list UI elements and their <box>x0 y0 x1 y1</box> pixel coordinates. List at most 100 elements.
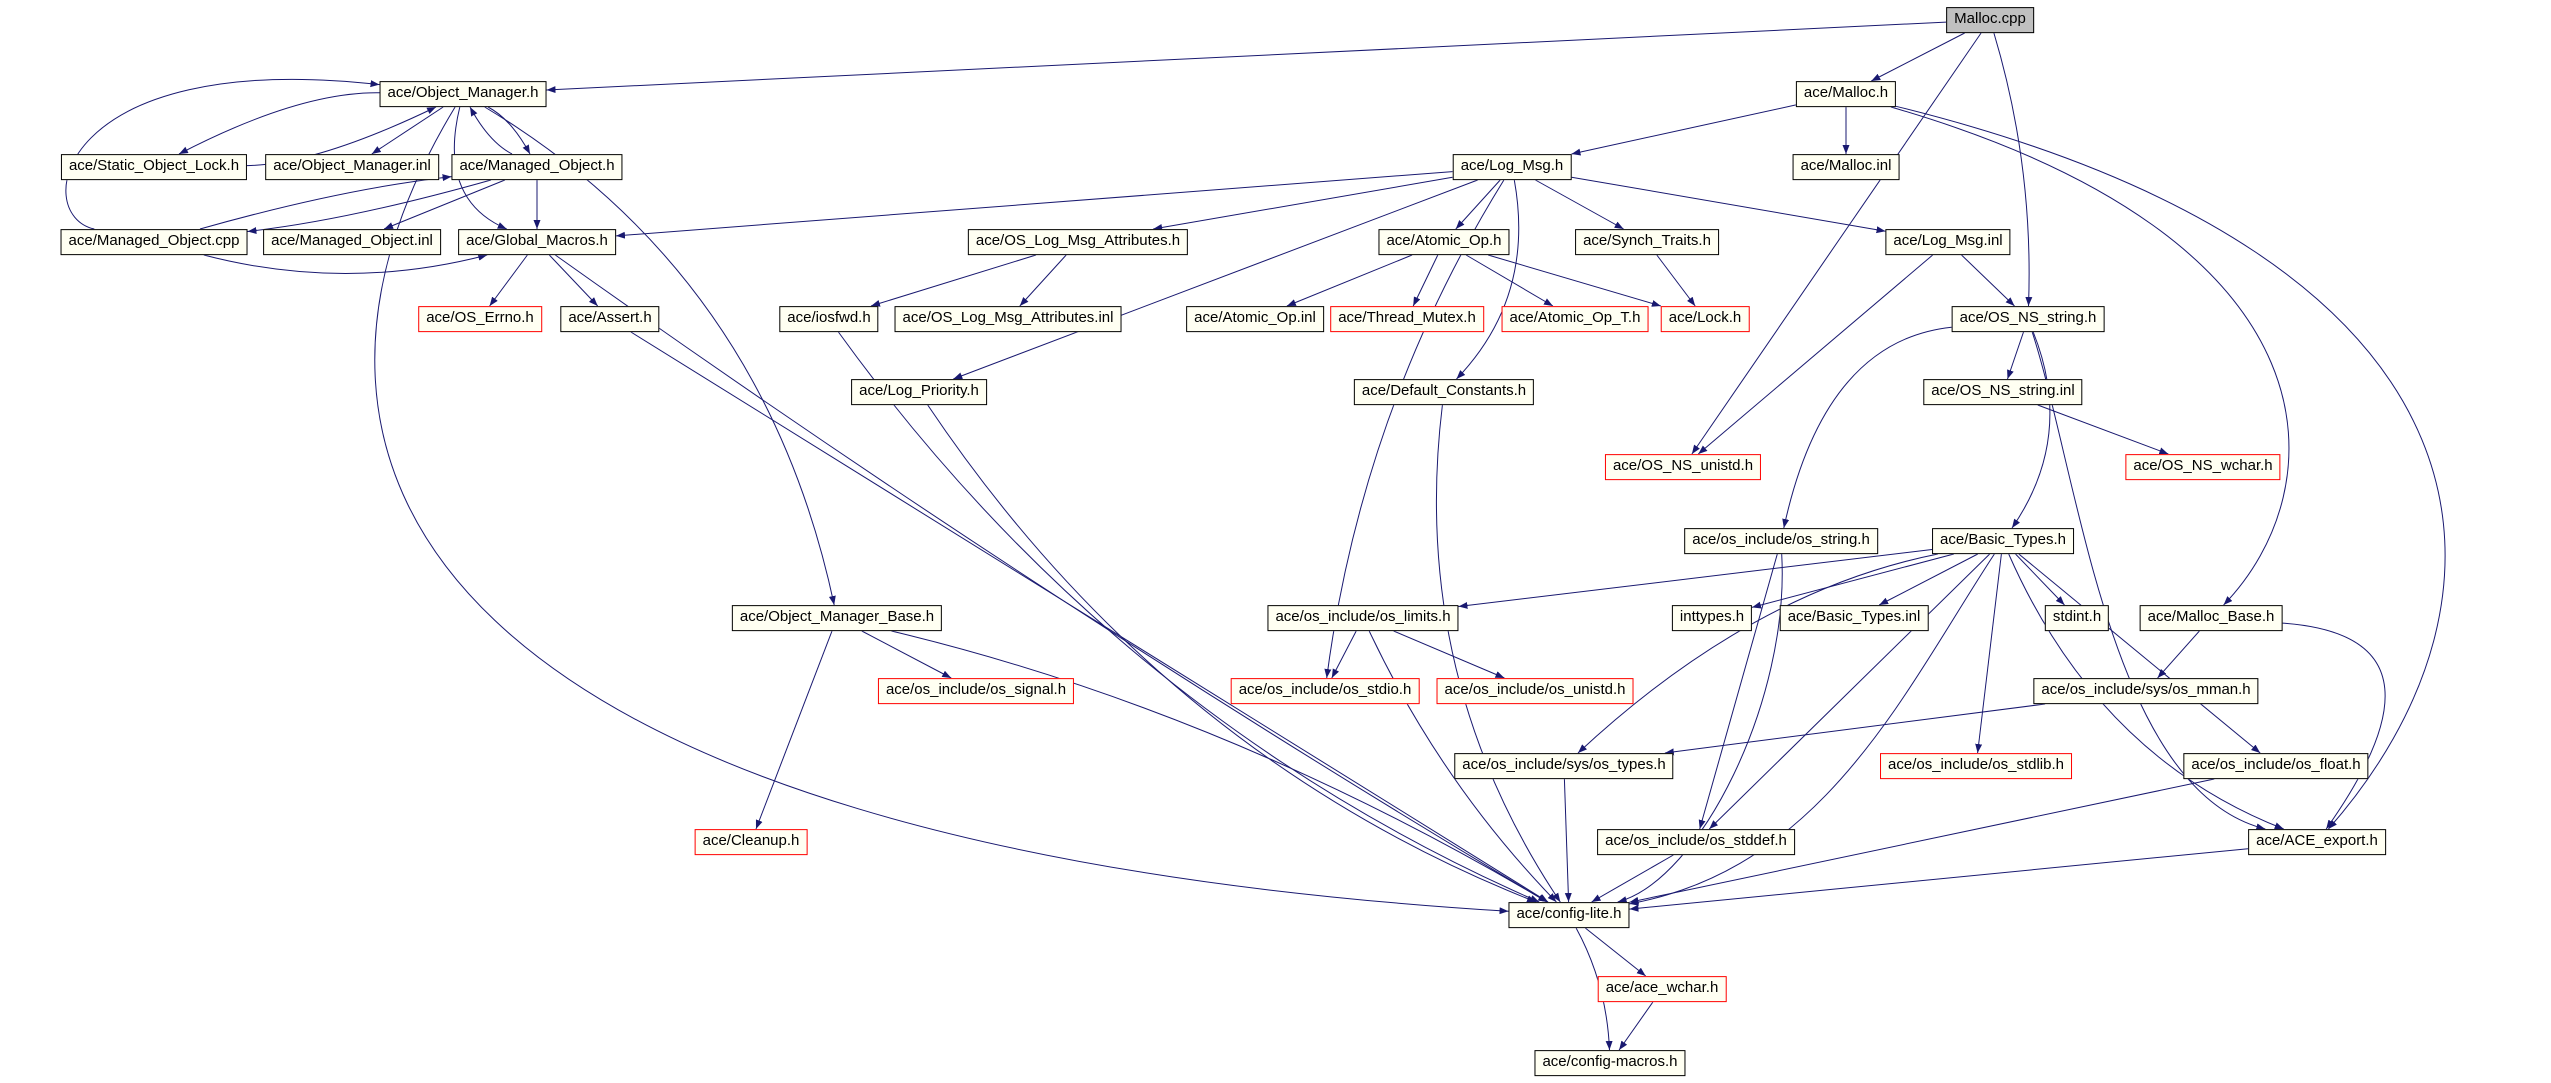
edge-basic-types-h--basic-types-inl <box>1878 553 1979 606</box>
node-object-manager-h[interactable]: ace/Object_Manager.h <box>379 81 547 107</box>
edge-iosfwd-h--config-lite-h <box>837 331 1540 903</box>
edge-os-float-inc--config-lite-h <box>1629 778 2215 904</box>
edge-os-string-inc--os-stddef-inc <box>1698 553 1778 830</box>
edge-log-msg-h--atomic-op-h <box>1455 179 1501 230</box>
edge-malloc-cpp--os-ns-string-h <box>1993 32 2033 307</box>
edge-config-lite-h--ace-wchar-h <box>1584 927 1647 977</box>
edge-object-manager-h--managed-object-h <box>487 106 531 155</box>
node-static-object-lock-h[interactable]: ace/Static_Object_Lock.h <box>60 154 248 180</box>
node-sys-types-inc[interactable]: ace/os_include/sys/os_types.h <box>1454 753 1674 779</box>
edge-object-manager-h--static-object-lock-h <box>178 92 380 155</box>
edge-managed-object-h--managed-object-inl <box>383 179 506 230</box>
edge-atomic-op-h--thread-mutex-h <box>1412 254 1439 307</box>
edge-object-manager-h--global-macros-h <box>453 106 507 230</box>
edge-atomic-op-h--lock-h <box>1487 254 1662 307</box>
edge-basic-types-h--stdint-h <box>2015 553 2065 606</box>
node-managed-object-h[interactable]: ace/Managed_Object.h <box>451 154 623 180</box>
node-os-signal-inc[interactable]: ace/os_include/os_signal.h <box>877 678 1075 704</box>
node-config-lite-h[interactable]: ace/config-lite.h <box>1508 902 1630 928</box>
edge-global-macros-h--os-errno-h <box>489 254 528 307</box>
edge-malloc-h--ace-export-h <box>1895 105 2446 830</box>
edge-os-stddef-inc--config-lite-h <box>1591 854 1674 903</box>
edge-os-mman-inc--sys-types-inc <box>1664 703 2046 756</box>
edge-managed-object-cpp--object-manager-h <box>65 78 380 230</box>
edge-malloc-h--malloc-base-h <box>1890 106 2290 606</box>
node-os-mman-inc[interactable]: ace/os_include/sys/os_mman.h <box>2033 678 2259 704</box>
node-stdint-h[interactable]: stdint.h <box>2044 605 2110 631</box>
edge-basic-types-h--os-limits-inc <box>1458 549 1933 609</box>
edge-malloc-cpp--malloc-h <box>1871 32 1965 82</box>
edge-sys-types-inc--config-lite-h <box>1563 778 1572 903</box>
node-malloc-inl[interactable]: ace/Malloc.inl <box>1792 154 1900 180</box>
edge-managed-object-h--managed-object-cpp <box>247 179 492 234</box>
edge-basic-types-h--sys-types-inc <box>1577 553 1938 754</box>
node-os-float-inc[interactable]: ace/os_include/os_float.h <box>2183 753 2369 779</box>
node-os-unistd-inc[interactable]: ace/os_include/os_unistd.h <box>1436 678 1634 704</box>
node-atomic-op-inl[interactable]: ace/Atomic_Op.inl <box>1186 306 1324 332</box>
edge-os-ns-string-h--basic-types-h <box>2011 331 2051 529</box>
node-os-ns-unistd-h[interactable]: ace/OS_NS_unistd.h <box>1604 454 1762 480</box>
node-lock-h[interactable]: ace/Lock.h <box>1660 306 1750 332</box>
node-ace-wchar-h[interactable]: ace/ace_wchar.h <box>1597 976 1727 1002</box>
node-os-log-msg-attributes-h[interactable]: ace/OS_Log_Msg_Attributes.h <box>967 229 1189 255</box>
node-os-ns-string-h[interactable]: ace/OS_NS_string.h <box>1951 306 2105 332</box>
node-default-constants-h[interactable]: ace/Default_Constants.h <box>1353 379 1535 405</box>
node-synch-traits-h[interactable]: ace/Synch_Traits.h <box>1575 229 1719 255</box>
node-managed-object-cpp[interactable]: ace/Managed_Object.cpp <box>60 229 248 255</box>
node-inttypes-h[interactable]: inttypes.h <box>1671 605 1753 631</box>
node-malloc-h[interactable]: ace/Malloc.h <box>1795 81 1897 107</box>
node-atomic-op-t-h[interactable]: ace/Atomic_Op_T.h <box>1501 306 1649 332</box>
edge-os-ns-string-h--os-ns-string-inl <box>2007 331 2024 380</box>
edge-os-ns-string-h--os-string-inc <box>1782 326 1952 529</box>
edge-log-msg-h--log-msg-inl <box>1571 176 1886 234</box>
node-managed-object-inl[interactable]: ace/Managed_Object.inl <box>263 229 441 255</box>
node-thread-mutex-h[interactable]: ace/Thread_Mutex.h <box>1330 306 1484 332</box>
node-object-manager-base-h[interactable]: ace/Object_Manager_Base.h <box>731 605 943 631</box>
node-assert-h[interactable]: ace/Assert.h <box>560 306 660 332</box>
node-os-errno-h[interactable]: ace/OS_Errno.h <box>418 306 542 332</box>
edge-log-msg-h--log-priority-h <box>953 179 1478 380</box>
node-os-ns-string-inl[interactable]: ace/OS_NS_string.inl <box>1923 379 2083 405</box>
edge-synch-traits-h--lock-h <box>1656 254 1696 307</box>
edge-ace-wchar-h--config-macros-h <box>1618 1001 1654 1051</box>
edge-object-manager-base-h--cleanup-h <box>755 630 833 830</box>
node-basic-types-inl[interactable]: ace/Basic_Types.inl <box>1779 605 1929 631</box>
edge-malloc-cpp--object-manager-h <box>546 21 1947 94</box>
node-iosfwd-h[interactable]: ace/iosfwd.h <box>779 306 879 332</box>
node-cleanup-h[interactable]: ace/Cleanup.h <box>694 829 808 855</box>
edge-malloc-base-h--ace-export-h <box>2282 622 2386 830</box>
node-config-macros-h[interactable]: ace/config-macros.h <box>1534 1050 1686 1076</box>
edge-basic-types-h--os-float-inc <box>2018 553 2261 754</box>
edge-static-object-lock-h--object-manager-h <box>246 106 437 167</box>
edge-malloc-h--log-msg-h <box>1571 104 1797 156</box>
node-global-macros-h[interactable]: ace/Global_Macros.h <box>458 229 616 255</box>
node-os-stddef-inc[interactable]: ace/os_include/os_stddef.h <box>1597 829 1795 855</box>
node-malloc-base-h[interactable]: ace/Malloc_Base.h <box>2139 605 2283 631</box>
edge-os-ns-string-inl--os-ns-wchar-h <box>2037 404 2169 455</box>
node-os-log-msg-attributes-inl[interactable]: ace/OS_Log_Msg_Attributes.inl <box>894 306 1122 332</box>
node-os-limits-inc[interactable]: ace/os_include/os_limits.h <box>1267 605 1459 631</box>
node-atomic-op-h[interactable]: ace/Atomic_Op.h <box>1378 229 1510 255</box>
node-object-manager-inl[interactable]: ace/Object_Manager.inl <box>265 154 439 180</box>
edge-ace-export-h--config-lite-h <box>1629 848 2249 912</box>
node-os-stdlib-inc[interactable]: ace/os_include/os_stdlib.h <box>1880 753 2072 779</box>
node-os-string-inc[interactable]: ace/os_include/os_string.h <box>1684 528 1878 554</box>
edge-object-manager-h--config-lite-h <box>374 106 1509 915</box>
edge-object-manager-base-h--os-signal-inc <box>861 630 952 679</box>
node-ace-export-h[interactable]: ace/ACE_export.h <box>2248 829 2386 855</box>
edge-malloc-cpp--os-ns-unistd-h <box>1691 32 1982 455</box>
edge-log-msg-h--default-constants-h <box>1456 179 1520 380</box>
edge-os-limits-inc--os-unistd-inc <box>1393 630 1505 679</box>
node-log-msg-inl[interactable]: ace/Log_Msg.inl <box>1885 229 2011 255</box>
node-log-priority-h[interactable]: ace/Log_Priority.h <box>851 379 987 405</box>
edge-managed-object-cpp--global-macros-h <box>203 253 488 274</box>
node-os-stdio-inc[interactable]: ace/os_include/os_stdio.h <box>1230 678 1420 704</box>
edge-log-msg-h--global-macros-h <box>615 171 1453 239</box>
edge-atomic-op-h--atomic-op-inl <box>1286 254 1413 307</box>
edge-default-constants-h--config-lite-h <box>1435 404 1561 903</box>
edge-basic-types-h--os-stddef-inc <box>1708 553 1991 830</box>
node-log-msg-h[interactable]: ace/Log_Msg.h <box>1452 154 1572 180</box>
node-basic-types-h[interactable]: ace/Basic_Types.h <box>1932 528 2074 554</box>
node-os-ns-wchar-h[interactable]: ace/OS_NS_wchar.h <box>2125 454 2281 480</box>
